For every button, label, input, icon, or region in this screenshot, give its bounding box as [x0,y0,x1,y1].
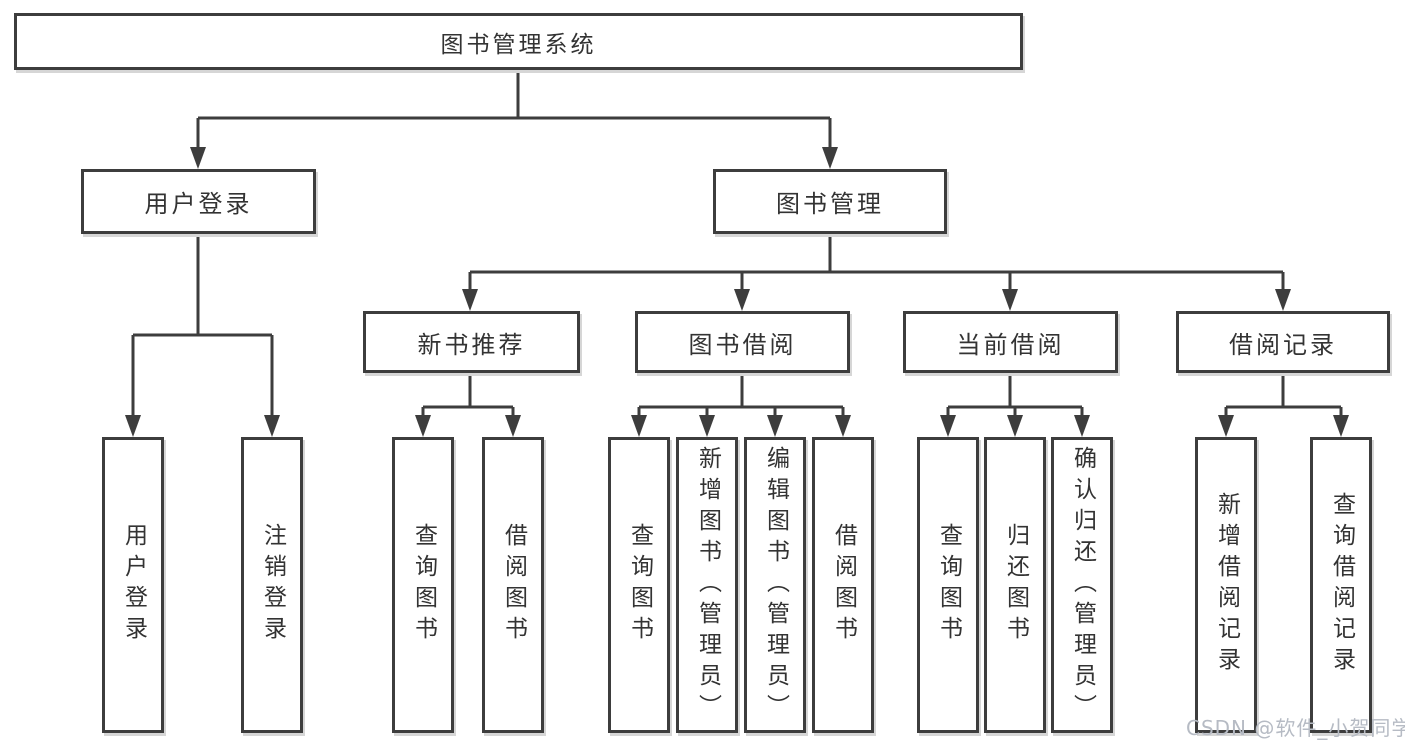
arrow-down-icon [1074,415,1090,437]
arrow-down-icon [1275,289,1291,311]
node-label: 当前借阅 [956,330,1065,359]
leaf-add-books-admin: 新增图书（管理员） [676,437,738,733]
arrow-down-icon [835,415,851,437]
node-label: 确认归还（管理员） [1069,445,1096,725]
connector-new-book-to-leaves [421,373,515,418]
node-label: 查询图书 [410,523,437,647]
connector-user-login-to-leaves [131,234,274,418]
node-current-borrowing: 当前借阅 [903,311,1118,373]
leaf-borrow-books: 借阅图书 [812,437,874,733]
arrow-down-icon [1333,415,1349,437]
leaf-logout: 注销登录 [241,437,303,733]
arrow-down-icon [1218,415,1234,437]
node-label: 图书管理 [776,190,884,218]
leaf-edit-books-admin: 编辑图书（管理员） [744,437,806,733]
arrow-down-icon [1002,289,1018,311]
arrow-down-icon [940,415,956,437]
node-label: 查询借阅记录 [1328,492,1355,678]
connector-cur-borrow-to-leaves [946,373,1084,418]
arrow-down-icon [734,289,750,311]
node-label: 借阅图书 [830,523,857,647]
node-label: 编辑图书（管理员） [762,445,789,725]
arrow-down-icon [767,415,783,437]
node-user-login: 用户登录 [81,169,316,234]
node-book-borrowing: 图书借阅 [635,311,850,373]
leaf-query-books: 查询图书 [917,437,979,733]
arrow-down-icon [699,415,715,437]
arrow-down-icon [125,415,141,437]
node-label: 用户登录 [144,190,253,218]
node-new-book-recommend: 新书推荐 [363,311,580,373]
leaf-user-login: 用户登录 [102,437,164,733]
node-label: 图书管理系统 [440,31,597,58]
node-label: 用户登录 [120,523,147,647]
node-label: 新书推荐 [417,330,526,359]
leaf-query-borrow-record: 查询借阅记录 [1310,437,1372,733]
arrow-down-icon [462,289,478,311]
node-label: 查询图书 [935,523,962,647]
node-label: 借阅记录 [1229,330,1337,359]
connector-borrow-rec-to-leaves [1224,373,1343,418]
node-label: 查询图书 [626,523,653,647]
node-book-management: 图书管理 [713,169,947,234]
leaf-query-books: 查询图书 [608,437,670,733]
node-label: 借阅图书 [500,523,527,647]
node-borrow-records: 借阅记录 [1176,311,1390,373]
node-label: 新增图书（管理员） [694,445,721,725]
node-label: 图书借阅 [688,330,797,359]
connector-book-borrow-to-leaves [637,373,845,418]
leaf-confirm-return-admin: 确认归还（管理员） [1051,437,1113,733]
leaf-borrow-books: 借阅图书 [482,437,544,733]
connector-root-to-level2 [196,70,832,150]
leaf-add-borrow-record: 新增借阅记录 [1195,437,1257,733]
leaf-query-books: 查询图书 [392,437,454,733]
leaf-return-books: 归还图书 [984,437,1046,733]
arrow-down-icon [190,147,206,169]
arrow-down-icon [822,147,838,169]
arrow-down-icon [505,415,521,437]
arrow-down-icon [1007,415,1023,437]
node-label: 新增借阅记录 [1213,492,1240,678]
arrow-down-icon [264,415,280,437]
node-root: 图书管理系统 [14,13,1023,70]
node-label: 归还图书 [1002,523,1029,647]
csdn-watermark: CSDN @软件_小贺同学 [1186,716,1405,740]
arrow-down-icon [631,415,647,437]
arrow-down-icon [415,415,431,437]
node-label: 注销登录 [259,523,286,647]
connector-book-mgmt-to-level3 [468,234,1285,294]
